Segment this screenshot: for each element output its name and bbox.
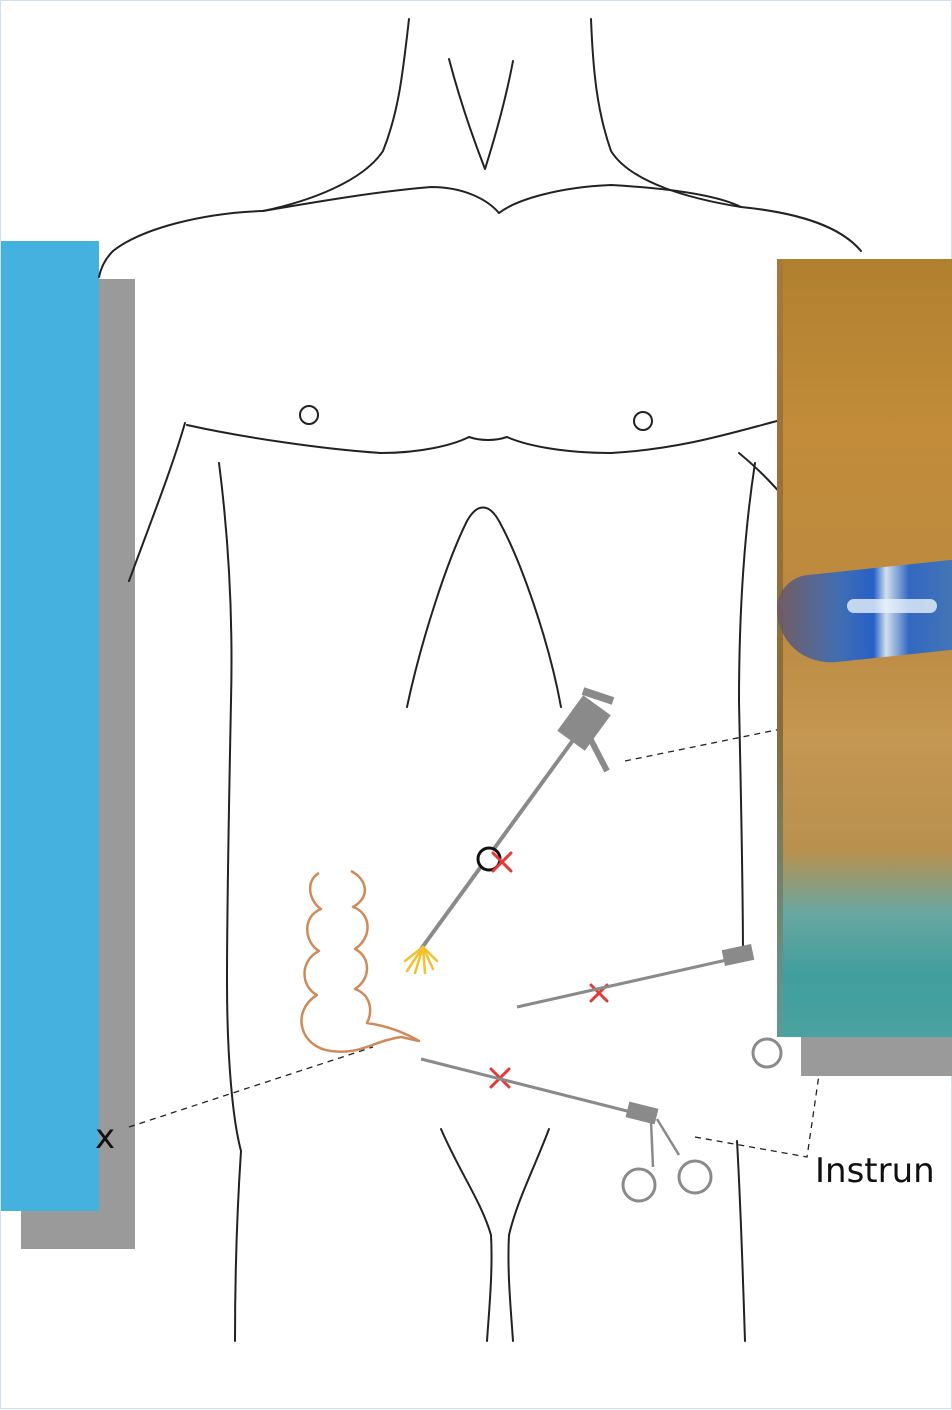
neck-right-line [591,19,741,207]
upper-grasper-icon [517,944,781,1067]
photo-blue-instrument [777,560,952,668]
left-leg-outline [235,1151,241,1341]
colon-icon [301,871,419,1052]
left-pectoral [187,425,469,453]
port-markers [491,853,607,1087]
groin-right [508,1129,549,1341]
left-torso-side [219,463,241,1151]
leader-lines [129,729,821,1157]
right-callout-label: Instrun [815,1151,935,1191]
right-torso-side [739,463,755,961]
left-nipple [300,406,318,424]
surgical-photo [777,259,952,1037]
left-collarbone [263,187,499,213]
scope-icon [421,691,613,949]
right-leg-outline [737,1141,745,1341]
photo-edge [777,259,783,1037]
lower-grasper-icon [421,1059,711,1201]
throat-line [449,59,513,169]
left-callout-label: x [95,1117,115,1157]
photo-highlight [847,599,937,613]
right-nipple [634,412,652,430]
chest-center [469,437,507,440]
light-spray-icon [405,947,437,973]
right-pectoral [507,421,777,453]
left-arm-outline [129,423,185,581]
rib-arch [407,508,561,708]
neck-left-line [263,19,409,211]
groin-left [441,1129,492,1341]
right-shoulder [741,207,861,251]
left-shoulder [99,211,263,277]
